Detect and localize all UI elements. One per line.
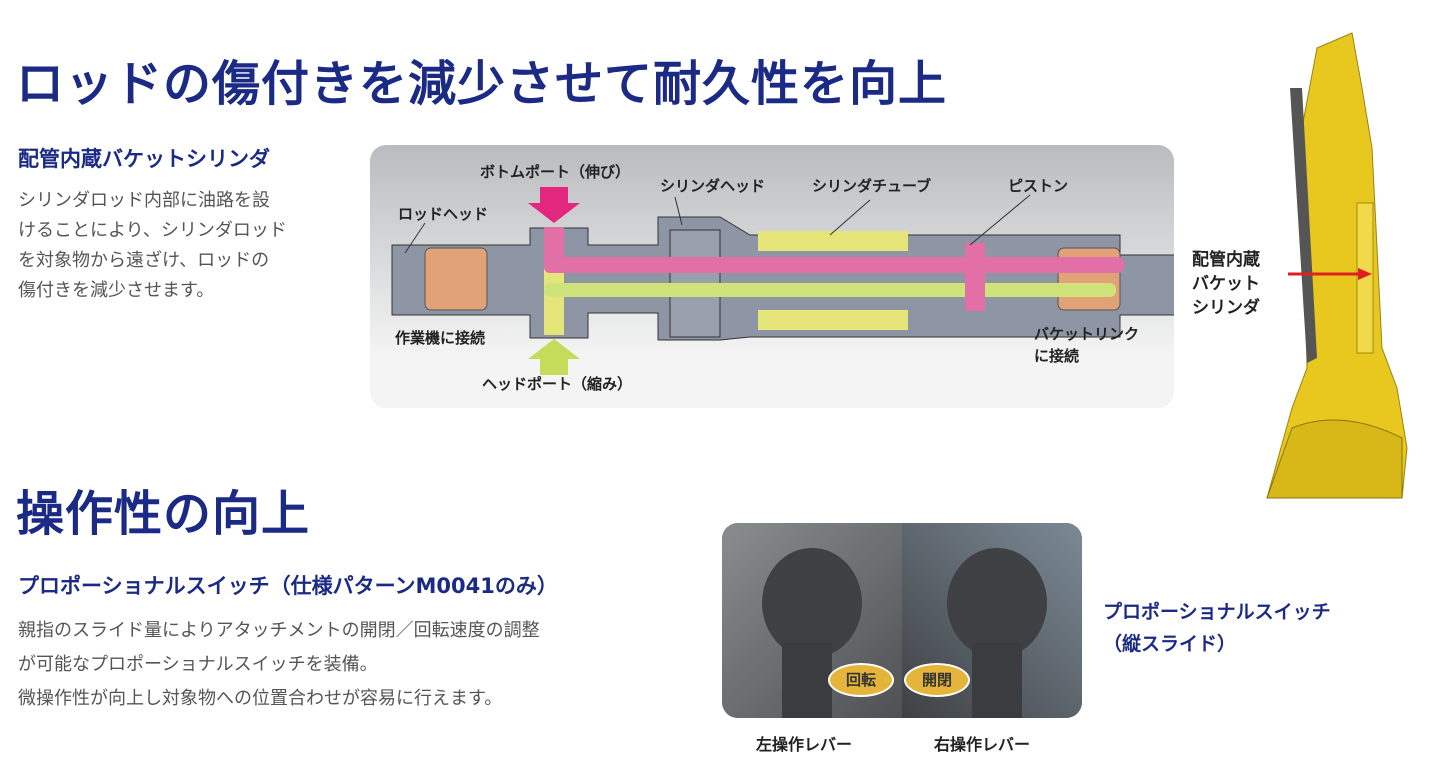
text-line: けることにより、シリンダロッド — [18, 220, 287, 241]
text-line: シリンダロッド内部に油路を設 — [18, 190, 270, 211]
label-cylinder-head: シリンダヘッド — [660, 177, 766, 195]
subtitle-proportional-switch: プロポーショナルスイッチ（仕様パターンM0041のみ） — [18, 574, 558, 598]
text-line: を対象物から遠ざけ、ロッドの — [18, 250, 270, 271]
arrow-down-icon — [528, 187, 580, 223]
label-head-port: ヘッドポート（縮み） — [482, 375, 633, 393]
label-line: シリンダ — [1192, 298, 1260, 318]
text-line: 微操作性が向上し対象物への位置合わせが容易に行えます。 — [18, 688, 503, 709]
joystick-photo: 回転 開閉 — [722, 523, 1082, 718]
arrow-up-icon — [528, 339, 580, 375]
subtitle-bucket-cylinder: 配管内蔵バケットシリンダ — [18, 147, 270, 171]
label-cylinder-tube: シリンダチューブ — [812, 177, 932, 195]
label-bucket-link: バケットリンク — [1034, 325, 1140, 343]
section-title-durability: ロッドの傷付きを減少させて耐久性を向上 — [16, 56, 948, 112]
right-joystick — [947, 548, 1047, 658]
description-cylinder: シリンダロッド内部に油路を設 けることにより、シリンダロッド を対象物から遠ざけ… — [18, 186, 287, 306]
label-line: バケット — [1192, 274, 1260, 294]
caption-left-lever: 左操作レバー — [756, 735, 853, 754]
cylinder-drawing — [391, 187, 1174, 375]
label-line: （縦スライド） — [1103, 633, 1237, 655]
left-joystick — [762, 548, 862, 658]
excavator-label: 配管内蔵 バケット シリンダ — [1192, 248, 1260, 320]
label-line: 配管内蔵 — [1192, 250, 1260, 270]
label-rod-head: ロッドヘッド — [398, 205, 489, 223]
label-work-machine: 作業機に接続 — [395, 329, 486, 347]
label-bucket-link-2: に接続 — [1034, 347, 1080, 365]
label-line: プロポーショナルスイッチ — [1103, 601, 1331, 623]
label-piston: ピストン — [1008, 177, 1069, 195]
section-title-operability: 操作性の向上 — [16, 486, 311, 542]
excavator-arm-image — [1266, 32, 1408, 499]
text-line: 親指のスライド量によりアタッチメントの開閉／回転速度の調整 — [18, 620, 540, 641]
caption-right-lever: 右操作レバー — [934, 735, 1031, 754]
red-arrow-icon — [1288, 268, 1372, 280]
text-line: が可能なプロポーショナルスイッチを装備。 — [18, 654, 378, 675]
label-bottom-port: ボトムポート（伸び） — [480, 163, 631, 181]
text-line: 傷付きを減少させます。 — [18, 280, 215, 301]
description-switch: 親指のスライド量によりアタッチメントの開閉／回転速度の調整 が可能なプロポーショ… — [18, 614, 540, 716]
bubble-rotate: 回転 — [828, 663, 894, 697]
cylinder-cross-section-diagram: ボトムポート（伸び） ロッドヘッド シリンダヘッド シリンダチューブ ピストン … — [370, 145, 1174, 408]
bubble-open-close: 開閉 — [904, 663, 970, 697]
side-label-switch: プロポーショナルスイッチ （縦スライド） — [1103, 596, 1331, 660]
